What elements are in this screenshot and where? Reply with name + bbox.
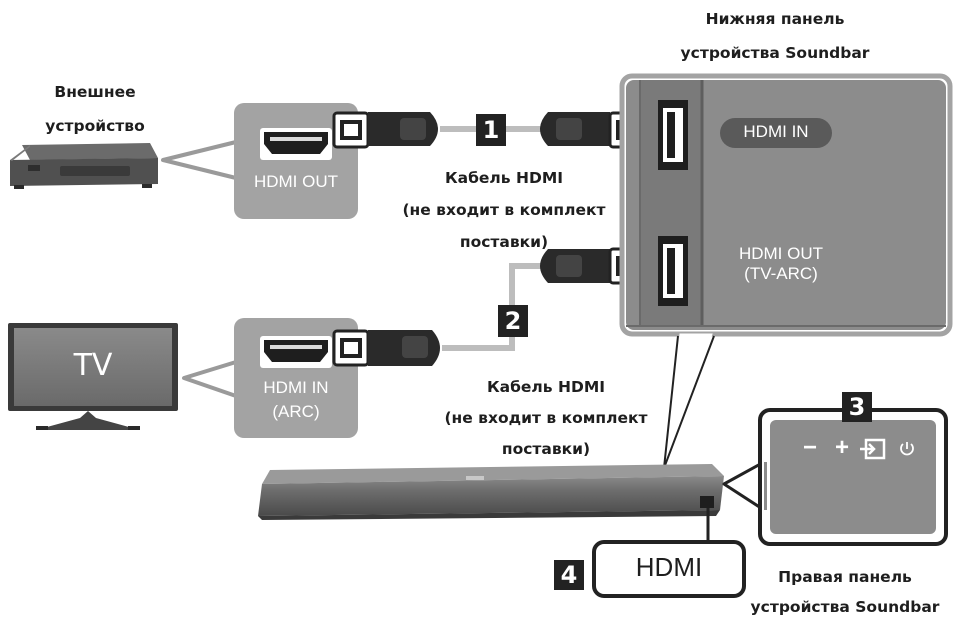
soundbar-hdmi-in-label: HDMI IN: [743, 122, 809, 141]
external-device-label: Внешнее устройство: [30, 75, 160, 143]
cable-2-label-line3: поставки): [501, 440, 591, 458]
soundbar-hdmi-out-label-line1: HDMI OUT: [738, 244, 824, 263]
tv: [8, 323, 178, 430]
tv-screen-label: TV: [73, 348, 113, 383]
side-hdmi-label: HDMI: [635, 552, 703, 582]
external-device-label-line2: устройство: [45, 117, 145, 135]
cable-1-label: Кабель HDMI (не входит в комплект постав…: [384, 162, 624, 258]
soundbar: [258, 464, 724, 520]
hdmi-cable-2: [332, 247, 646, 367]
volume-up-icon: +: [834, 434, 849, 461]
soundbar-bottom-label-line2: устройства Soundbar: [680, 44, 870, 62]
external-device-label-line1: Внешнее: [54, 83, 136, 101]
tv-port-box: [234, 318, 358, 438]
source-input-icon: [860, 438, 886, 460]
soundbar-right-label-line1: Правая панель: [778, 568, 912, 586]
soundbar-bottom-panel: [619, 73, 953, 337]
tv-hdmi-in-label-line1: HDMI IN: [263, 378, 329, 397]
tv-hdmi-in-label-line2: (ARC): [272, 402, 320, 421]
step-4-badge: 4: [554, 560, 584, 590]
external-device: [10, 143, 158, 189]
tv-callout: [182, 360, 238, 398]
tv-hdmi-in-label: HDMI IN (ARC): [234, 376, 358, 424]
device-callout: [161, 140, 238, 180]
cable-1-label-line3: поставки): [459, 233, 549, 251]
source-hdmi-out-label: HDMI OUT: [253, 172, 339, 191]
soundbar-right-panel: [758, 408, 948, 546]
step-3-badge: 3: [842, 392, 872, 422]
step-1-badge: 1: [476, 114, 506, 146]
source-port-box: [234, 103, 358, 219]
soundbar-right-label-line2: устройства Soundbar: [750, 598, 940, 616]
side-hdmi-box: [592, 540, 746, 598]
step-2-badge: 2: [498, 305, 528, 337]
soundbar-right-label: Правая панель устройства Soundbar: [730, 562, 956, 622]
soundbar-hdmi-out-label: HDMI OUT (TV-ARC): [716, 244, 846, 284]
cable-1-label-line2: (не входит в комплект: [402, 201, 606, 219]
cable-2-label-line1: Кабель HDMI: [486, 378, 606, 396]
soundbar-bottom-label-line1: Нижняя панель: [705, 10, 845, 28]
cable-1-label-line1: Кабель HDMI: [444, 169, 564, 187]
cable-2-label: Кабель HDMI (не входит в комплект постав…: [426, 372, 666, 465]
volume-down-icon: −: [802, 434, 817, 461]
power-icon: [900, 442, 914, 456]
soundbar-hdmi-out-label-line2: (TV-ARC): [744, 264, 818, 283]
cable-2-label-line2: (не входит в комплект: [444, 409, 648, 427]
soundbar-bottom-label: Нижняя панель устройства Soundbar: [650, 2, 900, 70]
